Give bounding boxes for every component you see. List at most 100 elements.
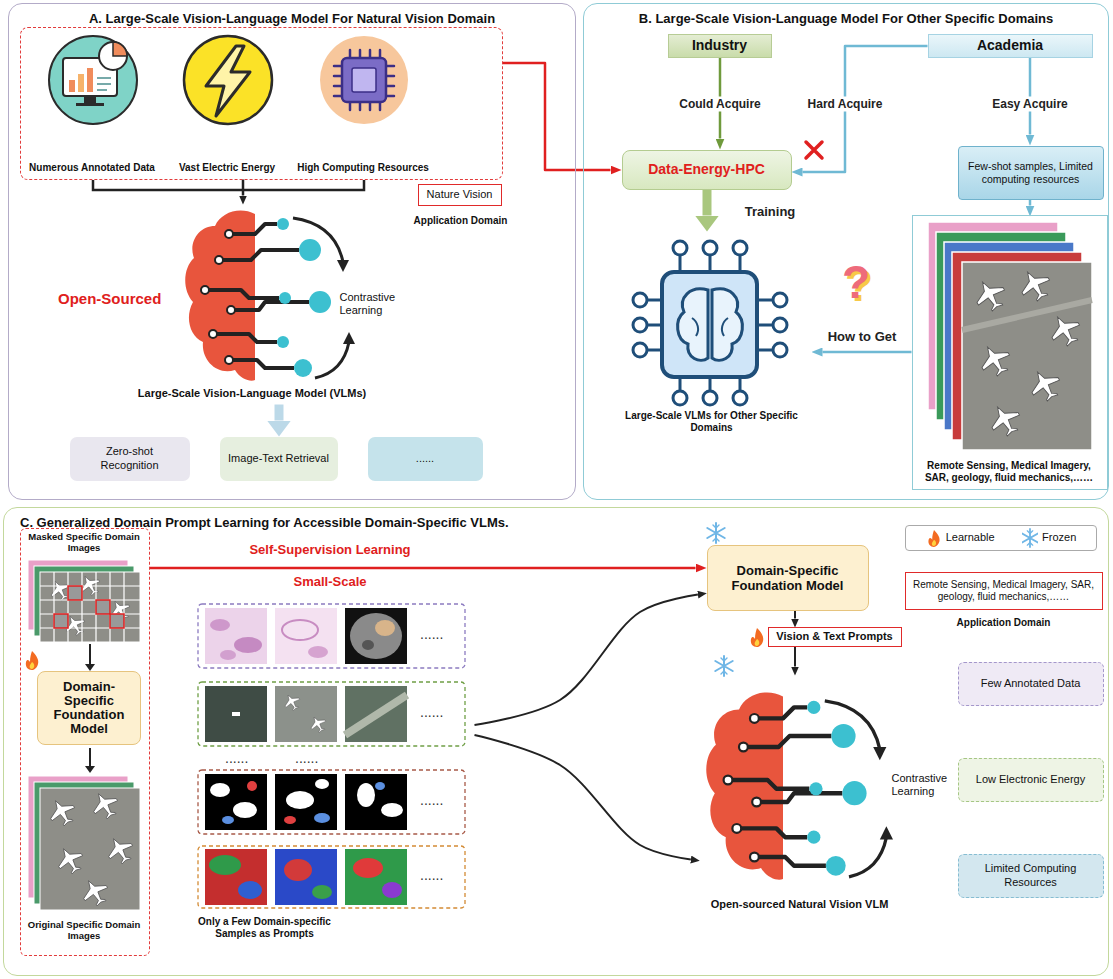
legend-item: Learnable bbox=[926, 528, 995, 548]
question-mark: ? bbox=[842, 258, 870, 306]
chip-icon bbox=[352, 68, 376, 92]
model-figure: Large-Scale VLMs for Other Specific Doma… bbox=[612, 232, 812, 437]
node-text: Original Specific Domain Images bbox=[23, 919, 146, 941]
image-stack bbox=[962, 262, 1092, 450]
cross-mark bbox=[806, 142, 822, 158]
ellipsis: ...... bbox=[420, 704, 443, 720]
node-text: Numerous Annotated Data bbox=[22, 162, 162, 174]
original-image-stack bbox=[40, 788, 140, 910]
dashed-group: Numerous Annotated DataVast Electric Ene… bbox=[20, 27, 503, 180]
node-text: Image-Text Retrieval bbox=[226, 452, 332, 465]
condition-box: Low Electronic Energy bbox=[958, 758, 1104, 802]
node-text: Masked Specific Domain Images bbox=[23, 531, 146, 553]
sample-rows bbox=[205, 686, 267, 742]
data-icon bbox=[113, 42, 127, 56]
sample-rows bbox=[275, 686, 337, 742]
actor-box: Industry bbox=[668, 34, 772, 58]
sample-rows bbox=[286, 791, 314, 809]
sample-rows bbox=[281, 691, 303, 713]
data-icon bbox=[97, 78, 111, 90]
flow-arrow bbox=[85, 766, 95, 773]
sample-rows bbox=[345, 849, 407, 905]
vlm-chip-icon bbox=[647, 255, 773, 391]
masked-image-stack bbox=[110, 614, 124, 628]
node-text: Large-Scale VLMs for Other Specific Doma… bbox=[612, 410, 812, 434]
image-stack bbox=[1015, 265, 1056, 306]
vlm-chip-icon bbox=[647, 255, 773, 391]
sample-rows bbox=[375, 782, 385, 790]
node-text: Few Annotated Data bbox=[965, 677, 1097, 690]
node-text: Low Electronic Energy bbox=[965, 773, 1097, 786]
edge-label: Self-Supervision Learning bbox=[246, 542, 413, 557]
task-box: Zero-shot Recognition bbox=[70, 437, 190, 481]
legend-item: Frozen bbox=[1022, 528, 1076, 548]
masked-image-stack bbox=[40, 572, 140, 642]
vlm-chip-icon bbox=[633, 241, 787, 405]
sample-rows bbox=[284, 859, 312, 881]
sample-rows bbox=[198, 604, 465, 668]
node-text: Open-sourced Natural Vision VLM bbox=[700, 898, 900, 911]
vlm-chip-icon bbox=[773, 343, 787, 357]
node-text: Vast Electric Energy bbox=[157, 162, 297, 174]
vlm-chip-icon bbox=[662, 272, 757, 377]
sample-rows bbox=[275, 849, 337, 905]
energy-icon bbox=[184, 36, 272, 124]
sample-rows bbox=[357, 783, 375, 807]
panel: C. Generalized Domain Prompt Learning fo… bbox=[3, 507, 1109, 976]
flow-arrow bbox=[85, 664, 95, 671]
connector bbox=[803, 46, 928, 172]
sample-rows bbox=[198, 846, 465, 908]
vlm-chip-icon bbox=[733, 241, 747, 255]
sample-rows bbox=[275, 774, 337, 830]
original-image-stack bbox=[44, 794, 80, 830]
sample-rows bbox=[345, 608, 407, 664]
node-text: Remote Sensing, Medical Imagery, SAR, ge… bbox=[917, 460, 1102, 484]
sample-rows bbox=[381, 803, 403, 817]
original-image-stack bbox=[77, 874, 113, 910]
masked-image-stack bbox=[40, 572, 140, 642]
node-text: Zero-shot Recognition bbox=[76, 445, 184, 471]
vlm-chip-icon bbox=[633, 343, 647, 357]
node-text: Application Domain bbox=[407, 215, 515, 227]
sample-rows bbox=[375, 620, 395, 636]
sample-rows bbox=[222, 816, 234, 824]
vlm-chip-icon bbox=[733, 391, 747, 405]
vlm-chip-icon bbox=[678, 289, 708, 360]
sample-rows bbox=[232, 712, 240, 716]
domain-box: Remote Sensing, Medical Imagery, SAR, ge… bbox=[905, 572, 1103, 610]
chip-icon bbox=[320, 36, 408, 124]
panel: B. Large-Scale Vision-Language Model For… bbox=[583, 3, 1109, 500]
node-text: Nature Vision bbox=[425, 188, 495, 201]
task-box: ...... bbox=[368, 437, 483, 481]
connector bbox=[703, 190, 712, 216]
legend-icon bbox=[928, 530, 939, 547]
data-icon bbox=[76, 103, 104, 106]
node-text: Only a Few Domain-specific Samples as Pr… bbox=[190, 916, 340, 940]
data-icon bbox=[99, 42, 127, 70]
sample-rows bbox=[198, 682, 465, 746]
data-icon bbox=[49, 36, 137, 124]
domain-box: Nature VisionApplication Domain bbox=[418, 184, 502, 206]
ellipsis: ...... bbox=[420, 626, 443, 642]
node-text: Few-shot samples, Limited computing reso… bbox=[965, 160, 1097, 185]
data-icon bbox=[49, 36, 137, 124]
model-box: Domain-Specific Foundation Model bbox=[37, 671, 141, 745]
resource-box: Data-Energy-HPC bbox=[622, 150, 792, 190]
sample-rows bbox=[234, 637, 262, 653]
sample-group: Only a Few Domain-specific Samples as Pr… bbox=[190, 598, 475, 948]
sample-rows bbox=[315, 779, 329, 789]
node-text: Application Domain bbox=[906, 617, 1102, 629]
merge-line bbox=[93, 180, 364, 190]
node-text: Limited Computing Resources bbox=[965, 862, 1097, 888]
learnable-icon bbox=[751, 628, 763, 647]
data-icon bbox=[87, 68, 93, 92]
sample-rows bbox=[198, 770, 465, 834]
ellipsis: ...... bbox=[420, 792, 443, 808]
node-text: Vision & Text Prompts bbox=[773, 630, 897, 643]
sample-rows bbox=[350, 613, 402, 659]
condition-box: Few Annotated Data bbox=[958, 662, 1104, 706]
model-figure: Contrastive LearningOpen-sourced Natural… bbox=[700, 676, 954, 946]
panel-title: A. Large-Scale Vision-Language Model For… bbox=[9, 11, 575, 27]
image-panel: Remote Sensing, Medical Imagery, SAR, ge… bbox=[912, 215, 1108, 490]
